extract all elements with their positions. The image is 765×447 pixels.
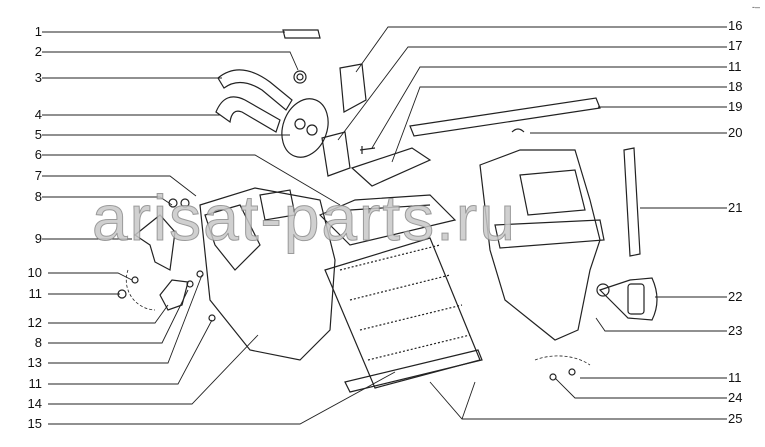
- part-15-heater-core: [324, 237, 481, 389]
- part-20-clip: [511, 128, 525, 133]
- callout-label: 11: [728, 370, 742, 385]
- callout-label: 11: [28, 376, 43, 391]
- callout-label: 23: [728, 323, 743, 338]
- part-4-hose: [215, 96, 281, 133]
- callout-label: 10: [27, 265, 42, 280]
- callout-label: 7: [34, 168, 42, 183]
- corner-mark: -–: [752, 2, 761, 12]
- part-12-lever: [159, 279, 189, 311]
- part-9-lever: [133, 214, 176, 271]
- part-22-nozzle: [596, 277, 658, 321]
- callout-label: 5: [34, 127, 42, 142]
- part-11-screw: [359, 146, 376, 154]
- part-23-housing-half: [479, 149, 605, 341]
- part-17-bracket: [321, 131, 351, 177]
- watermark: arisat-parts.ru: [92, 182, 517, 254]
- part-2-clamp: [293, 70, 307, 84]
- callout-label: 14: [27, 396, 42, 411]
- callout-label: 15: [27, 416, 42, 431]
- callout-label: 20: [728, 125, 743, 140]
- part-16-bracket: [339, 63, 367, 113]
- callout-label: 8: [34, 189, 42, 204]
- part-6-flap: [318, 194, 457, 246]
- callout-label: 21: [728, 200, 743, 215]
- part-14-housing-half: [199, 187, 336, 361]
- callout-label: 13: [27, 355, 42, 370]
- assembly-arcs: [125, 269, 591, 366]
- part-25-seal-strip: [344, 349, 483, 393]
- callout-label: 4: [34, 107, 42, 122]
- callout-label: 25: [728, 411, 743, 426]
- leader-lines-right: [337, 26, 727, 420]
- callout-label: 6: [34, 147, 42, 162]
- part-21-seal-strip: [623, 147, 641, 257]
- callout-label: 18: [728, 79, 743, 94]
- callout-label: 12: [27, 315, 42, 330]
- callout-label: 22: [728, 289, 743, 304]
- part-3-hose: [217, 69, 293, 111]
- callout-label: 24: [728, 390, 743, 405]
- part-1-seal-strip: [282, 29, 321, 39]
- callout-label: 8: [34, 335, 42, 350]
- small-fasteners: [117, 198, 576, 381]
- callout-label: 1: [34, 24, 42, 39]
- callout-label: 11: [28, 286, 43, 301]
- callout-label: 3: [34, 70, 42, 85]
- callout-label: 11: [728, 59, 742, 74]
- callout-label: 17: [728, 38, 743, 53]
- leader-lines-left: [42, 31, 396, 425]
- callout-label: 19: [728, 99, 743, 114]
- callout-label: 9: [34, 231, 42, 246]
- callout-label: 16: [728, 18, 743, 33]
- part-19-seal-strip: [409, 97, 601, 137]
- part-18-filter: [350, 147, 432, 187]
- part-5-flange: [281, 98, 329, 158]
- callout-label: 2: [34, 44, 42, 59]
